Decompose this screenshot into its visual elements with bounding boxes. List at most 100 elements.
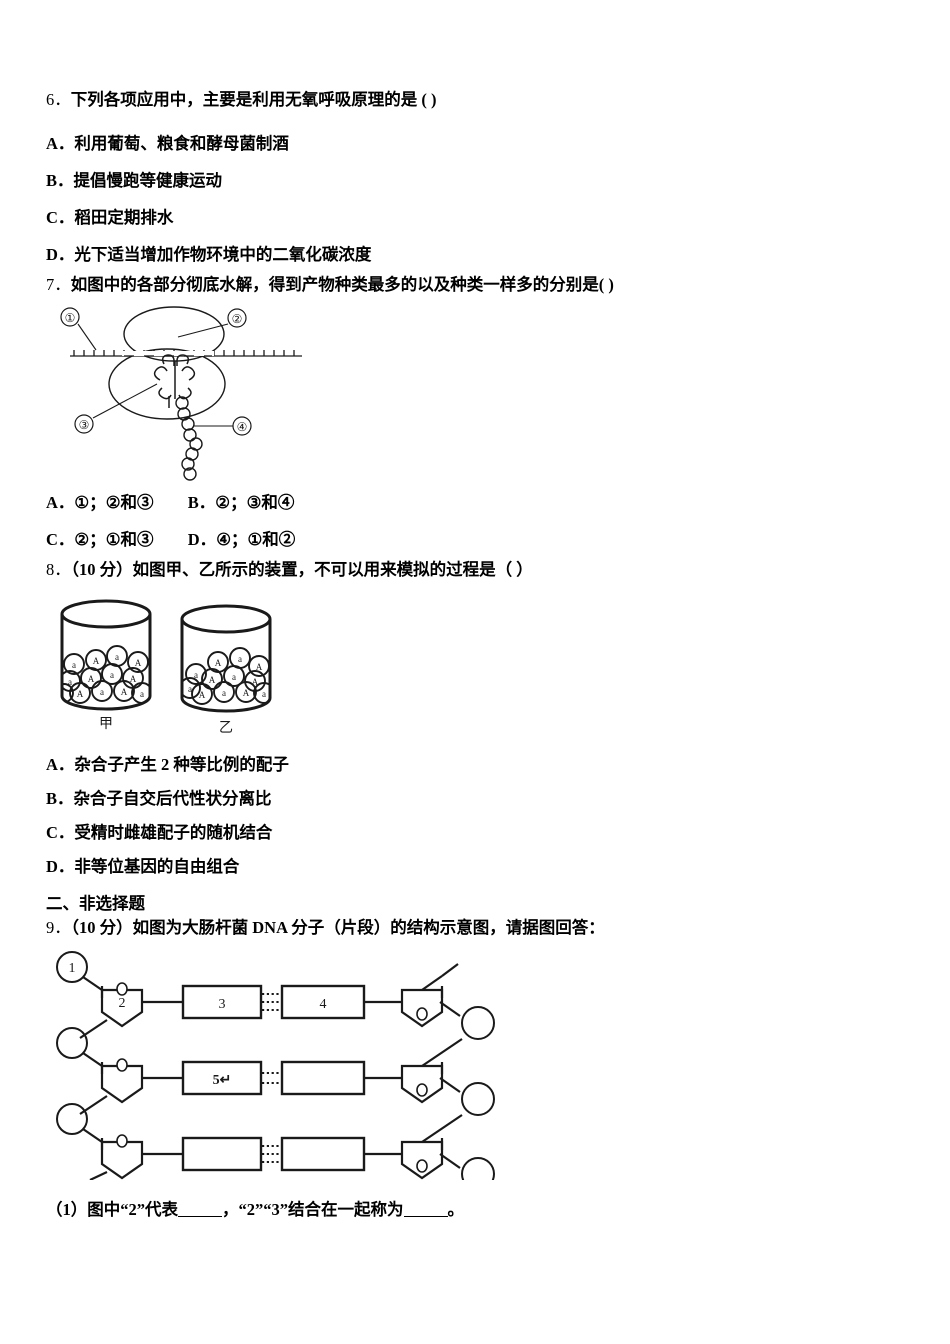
dna-label-5: 5↵	[213, 1073, 232, 1088]
question-7-option-c[interactable]: C．②；①和③	[46, 526, 154, 550]
dna-structure-diagram: 1 2 3 4 5↵	[56, 951, 495, 1180]
ribosome-translation-diagram: ① ② ③ ④	[60, 306, 302, 481]
question-6-option-a[interactable]: A．利用葡萄、粮食和酵母菌制酒	[46, 130, 289, 154]
sub-question-text-middle: ，“2”“3”结合在一起称为	[222, 1200, 404, 1219]
callout-2-label: ②	[232, 312, 243, 326]
option-text: 杂合子自交后代性状分离比	[73, 789, 272, 808]
sugar-oxygen-3	[116, 1134, 128, 1148]
option-label: B．	[46, 789, 74, 808]
callout-1-label: ①	[65, 311, 76, 325]
svg-text:a: a	[68, 677, 72, 687]
svg-text:A: A	[77, 689, 84, 699]
deoxyribose-pentagon-2	[100, 1064, 144, 1104]
option-text: ②；①和③	[74, 530, 154, 549]
sugar-oxygen-1	[116, 982, 128, 996]
question-6-option-b[interactable]: B．提倡慢跑等健康运动	[46, 167, 222, 191]
question-8-option-d[interactable]: D．非等位基因的自由组合	[46, 853, 239, 877]
svg-text:a: a	[188, 684, 192, 694]
phosphate-circle-1	[56, 951, 88, 983]
question-6-stem: 6．下列各项应用中，主要是利用无氧呼吸原理的是 ( )	[46, 90, 437, 109]
base-box-right-row2	[280, 1060, 366, 1096]
option-label: C．	[46, 530, 75, 549]
mrna-mask	[122, 351, 214, 356]
question-7-option-d[interactable]: D．④；①和②	[188, 526, 296, 550]
phosphate-circle-r2	[461, 1082, 495, 1116]
deoxyribose-pentagon-1	[100, 988, 144, 1028]
question-7-option-a[interactable]: A．①；②和③	[46, 489, 154, 513]
question-8-option-c[interactable]: C．受精时雌雄配子的随机结合	[46, 819, 272, 843]
question-9-sub-1: （1）图中“2”代表，“2”“3”结合在一起称为。	[46, 1200, 464, 1219]
phosphate-circle-r3	[461, 1157, 495, 1180]
callout-2-circle	[227, 308, 247, 328]
option-text: ①；②和③	[74, 493, 154, 512]
option-label: C．	[46, 208, 75, 227]
deoxyribose-pentagon-r2	[400, 1064, 444, 1104]
callout-1-circle	[60, 307, 80, 327]
option-label: D．	[46, 245, 75, 264]
question-6-option-c[interactable]: C．稻田定期排水	[46, 204, 173, 228]
deoxyribose-pentagon-r3	[400, 1140, 444, 1180]
option-text: 非等位基因的自由组合	[74, 857, 240, 876]
base-box-left-row2	[181, 1060, 263, 1096]
hydrogen-bonds-row2	[262, 1072, 281, 1084]
deoxyribose-pentagon-3	[100, 1140, 144, 1180]
question-9-text: （10 分）如图为大肠杆菌 DNA 分子（片段）的结构示意图，请据图回答：	[70, 918, 605, 937]
question-6-option-d[interactable]: D．光下适当增加作物环境中的二氧化碳浓度	[46, 241, 371, 265]
answer-blank-2[interactable]	[403, 1216, 448, 1217]
question-8-option-a[interactable]: A．杂合子产生 2 种等比例的配子	[46, 751, 289, 775]
dna-label-3: 3	[219, 997, 226, 1012]
dna-label-4: 4	[320, 997, 327, 1012]
svg-text:a: a	[238, 654, 242, 664]
svg-text:a: a	[110, 670, 114, 680]
option-label: B．	[46, 171, 74, 190]
svg-text:a: a	[100, 687, 104, 697]
dna-label-2: 2	[119, 996, 126, 1011]
svg-text:A: A	[256, 662, 263, 672]
svg-text:A: A	[130, 674, 137, 684]
svg-text:a: a	[222, 688, 226, 698]
callout-3-leader	[92, 383, 158, 419]
question-7-option-row-1: A．①；②和③ B．②；③和④	[46, 489, 294, 513]
sub-question-label: （1）	[46, 1200, 88, 1219]
svg-text:A: A	[93, 656, 100, 666]
svg-text:A: A	[252, 677, 259, 687]
base-box-right-row3	[280, 1136, 366, 1172]
question-9-number: 9．	[46, 918, 71, 937]
trna-icon	[153, 354, 196, 408]
question-8-text: （10 分）如图甲、乙所示的装置，不可以用来模拟的过程是（ ）	[70, 560, 533, 579]
question-7-number: 7．	[46, 275, 71, 294]
option-label: D．	[187, 530, 217, 549]
svg-text:A: A	[88, 674, 95, 684]
answer-blank-1[interactable]	[178, 1216, 222, 1217]
question-9-figure: 1 2 3 4 5↵	[50, 950, 530, 1180]
svg-text:A: A	[135, 658, 142, 668]
option-label: C．	[46, 823, 75, 842]
deoxyribose-pentagon-r1	[400, 988, 444, 1028]
callout-4-label: ④	[237, 420, 248, 434]
question-8-option-b[interactable]: B．杂合子自交后代性状分离比	[46, 785, 272, 809]
question-9-stem: 9．（10 分）如图为大肠杆菌 DNA 分子（片段）的结构示意图，请据图回答：	[46, 918, 605, 937]
hydrogen-bonds-row3	[262, 1145, 281, 1163]
dna-label-1: 1	[69, 961, 76, 976]
option-text: 杂合子产生 2 种等比例的配子	[74, 755, 289, 774]
phosphate-circle-2	[56, 1027, 88, 1059]
option-label: B．	[187, 493, 216, 512]
sugar-oxygen-r2	[416, 1083, 428, 1097]
question-7-text: 如图中的各部分彻底水解，得到产物种类最多的以及种类一样多的分别是( )	[70, 275, 614, 294]
question-7-option-b[interactable]: B．②；③和④	[188, 489, 295, 513]
sugar-oxygen-r3	[416, 1159, 428, 1173]
callout-1-leader	[77, 323, 97, 351]
question-6-text: 下列各项应用中，主要是利用无氧呼吸原理的是 ( )	[70, 90, 437, 109]
option-text: ④；①和②	[216, 530, 296, 549]
ribosome-small-subunit-icon	[108, 348, 226, 420]
question-7-stem: 7．如图中的各部分彻底水解，得到产物种类最多的以及种类一样多的分别是( )	[46, 275, 614, 294]
svg-text:A: A	[215, 658, 222, 668]
option-label: A．	[46, 493, 75, 512]
svg-text:A: A	[199, 690, 206, 700]
svg-text:a: a	[72, 660, 76, 670]
option-label: A．	[46, 134, 75, 153]
